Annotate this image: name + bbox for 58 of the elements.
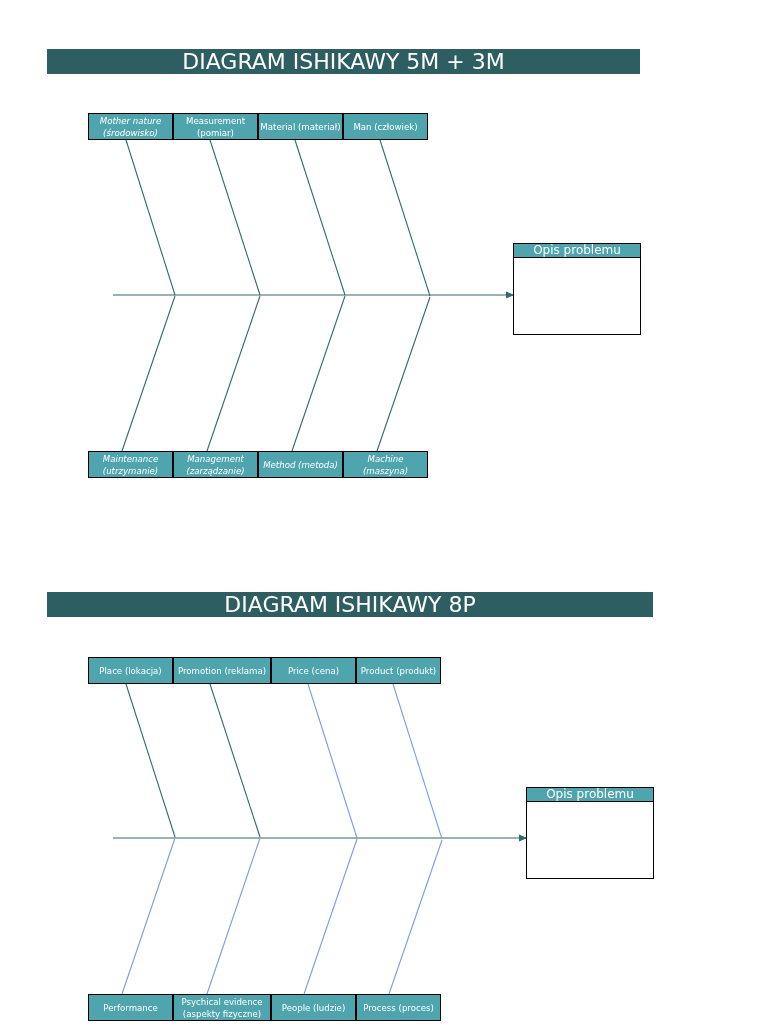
- bone-line: [392, 683, 443, 840]
- title-banner: [47, 49, 640, 74]
- category-box: [343, 451, 428, 478]
- problem-box: [526, 787, 654, 879]
- bone-line: [303, 838, 358, 995]
- bone-line: [291, 295, 346, 452]
- bone-line: [307, 683, 358, 839]
- category-box: [88, 657, 173, 684]
- category-label: Material (materiał): [260, 120, 341, 133]
- category-box: [258, 451, 343, 478]
- problem-heading: Opis problemu: [514, 244, 640, 258]
- bone-line: [294, 139, 346, 296]
- category-box: [356, 994, 441, 1021]
- category-label: Price (cena): [287, 664, 340, 677]
- bone-line: [121, 295, 176, 452]
- bone-line: [209, 139, 261, 296]
- category-box: [343, 113, 428, 140]
- category-box: [88, 451, 173, 478]
- category-label: Maintenance (utrzymanie): [101, 452, 160, 477]
- category-label: Man (człowiek): [353, 120, 418, 133]
- category-box: [88, 113, 173, 140]
- category-box: [173, 657, 271, 684]
- bone-line: [209, 683, 261, 838]
- category-label: Mother nature (środowisko): [98, 114, 163, 139]
- category-label: Measurement (pomiar): [185, 114, 246, 139]
- bone-line: [388, 839, 443, 995]
- problem-heading: Opis problemu: [527, 788, 653, 802]
- category-label: Process (proces): [363, 1001, 434, 1014]
- category-box: [173, 994, 271, 1021]
- category-label: People (ludzie): [281, 1001, 346, 1014]
- bone-line: [379, 139, 431, 297]
- bone-line: [121, 837, 176, 995]
- category-label: Place (lokacja): [99, 664, 162, 677]
- category-label: Machine (maszyna): [361, 452, 410, 477]
- category-label: Method (metoda): [263, 458, 338, 471]
- category-label: Promotion (reklama): [177, 664, 267, 677]
- title-text: DIAGRAM ISHIKAWY 8P: [224, 592, 476, 617]
- category-box: [356, 657, 441, 684]
- bone-line: [206, 837, 261, 995]
- problem-box: [513, 243, 641, 335]
- category-label: Management (zarządzanie): [185, 452, 246, 477]
- bone-line: [125, 139, 176, 296]
- bone-line: [206, 295, 261, 452]
- category-box: [173, 113, 258, 140]
- bone-line: [125, 683, 176, 838]
- category-label: Product (produkt): [360, 664, 437, 677]
- category-box: [88, 994, 173, 1021]
- bone-line: [376, 296, 431, 452]
- category-label: Performance: [103, 1001, 158, 1014]
- category-box: [271, 994, 356, 1021]
- spine-arrow: [112, 291, 514, 299]
- category-box: [258, 113, 343, 140]
- category-box: [173, 451, 258, 478]
- spine-arrow: [112, 834, 527, 842]
- category-box: [271, 657, 356, 684]
- category-label: Psychical evidence (aspekty fizyczne): [180, 995, 264, 1020]
- title-banner: [47, 592, 653, 617]
- title-text: DIAGRAM ISHIKAWY 5M + 3M: [182, 49, 505, 74]
